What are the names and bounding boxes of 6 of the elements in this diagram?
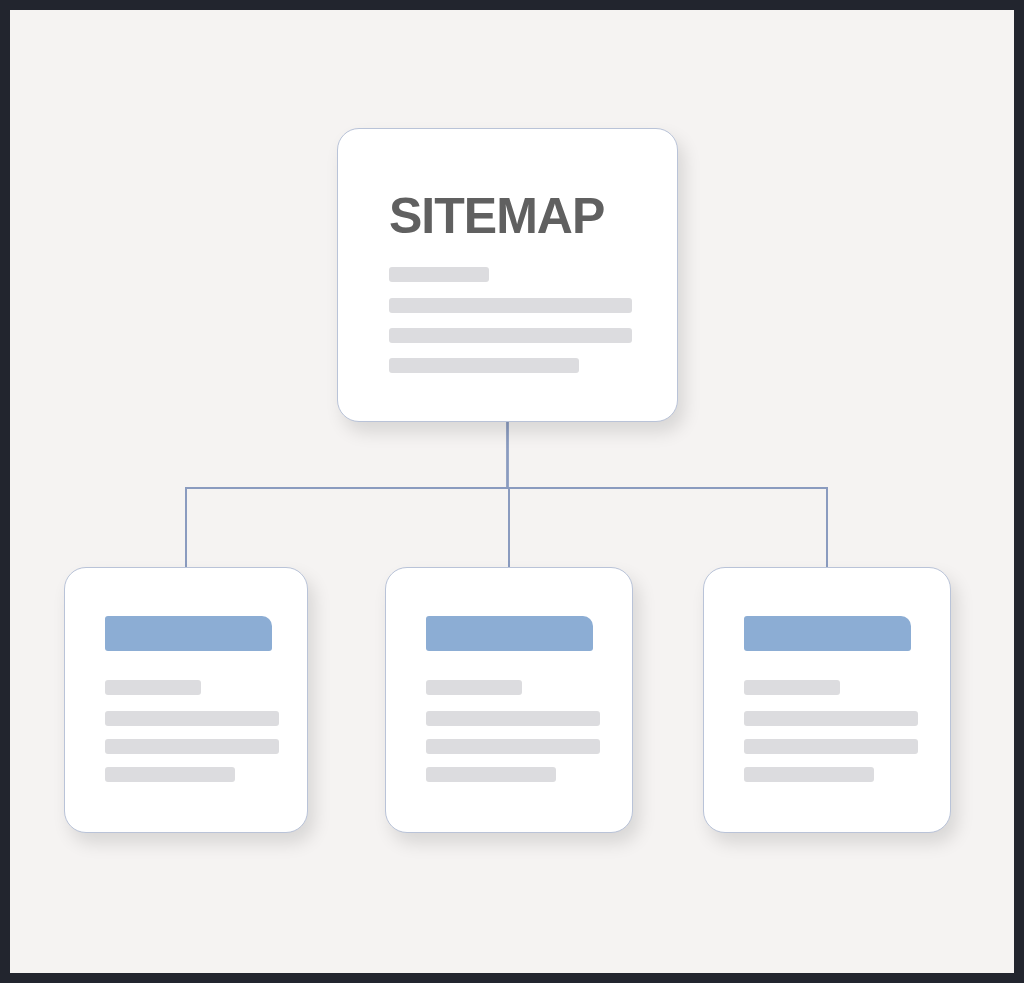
connector-line bbox=[506, 421, 828, 568]
page-card bbox=[703, 567, 951, 833]
page-card bbox=[385, 567, 633, 833]
page-card bbox=[64, 567, 308, 833]
card-title: SITEMAP bbox=[389, 191, 606, 241]
sitemap-card bbox=[337, 128, 678, 422]
